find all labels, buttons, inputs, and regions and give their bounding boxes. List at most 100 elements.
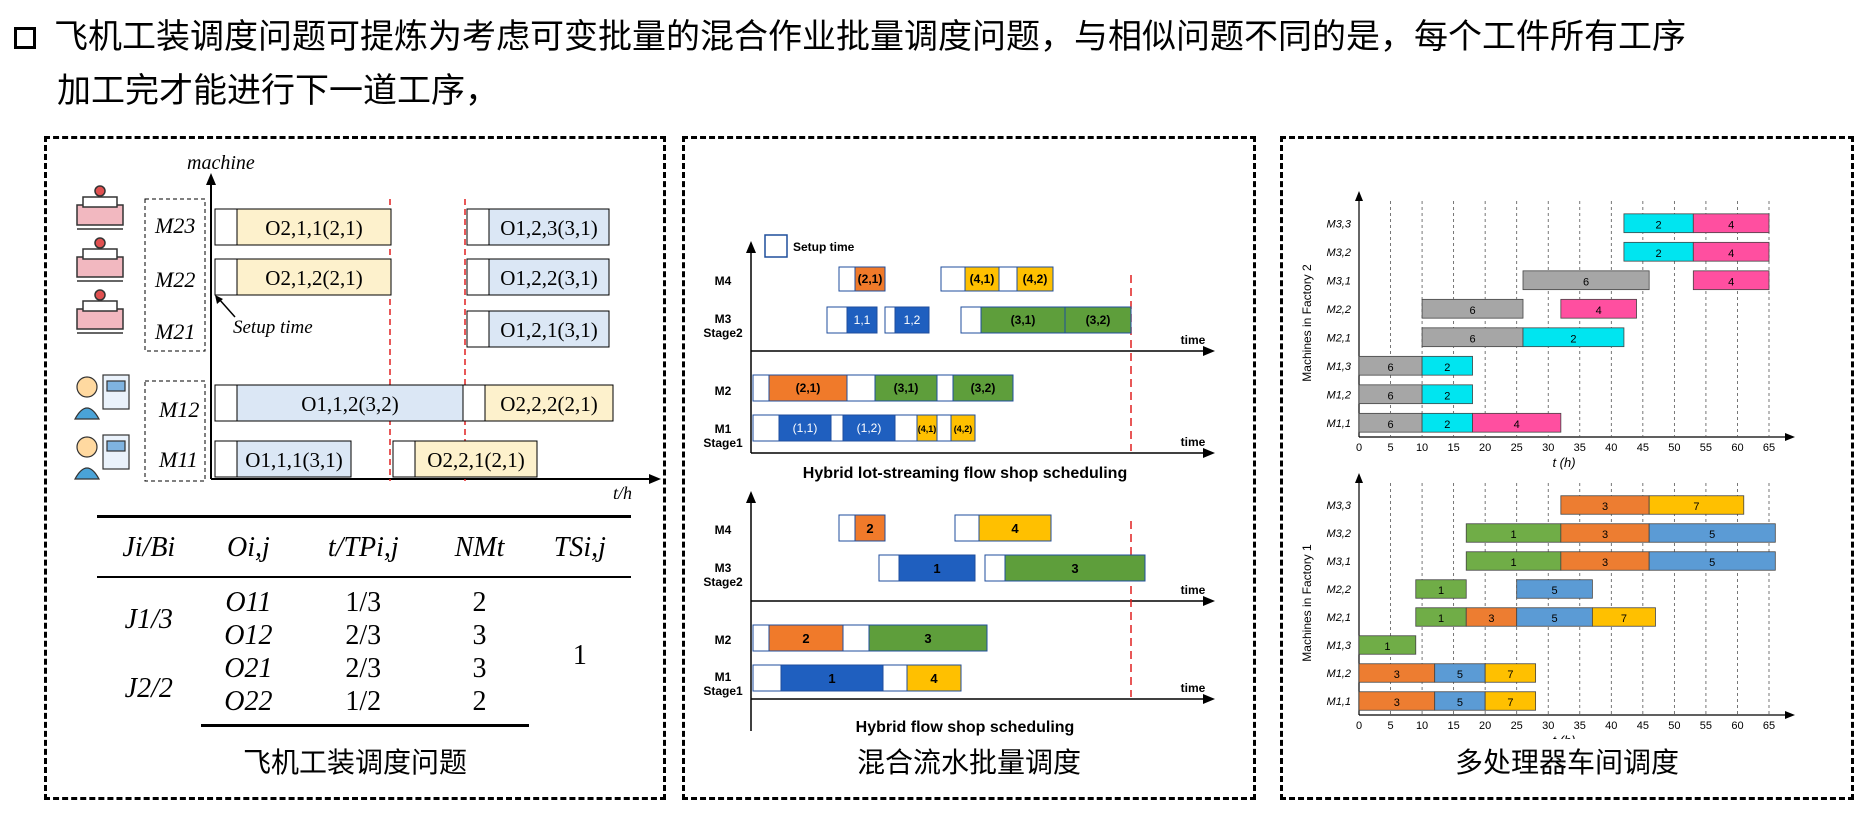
task-bar <box>1692 241 1770 262</box>
machine-label-m12: M12 <box>158 397 199 422</box>
x-tick-label: 30 <box>1542 442 1554 454</box>
row-label-m4: M4 <box>715 523 732 537</box>
task-bar <box>1522 327 1625 348</box>
table-cell: 2/3 <box>345 620 382 651</box>
task-bar <box>1421 384 1473 405</box>
task-bar <box>1358 635 1417 655</box>
block-label: (3,1) <box>894 381 919 395</box>
table-header: TSi,j <box>528 515 631 578</box>
flowshop-gantt-diagram: Setup time time time M4 M3 Stage2 M2 M1 … <box>703 234 1215 736</box>
task-label: 5 <box>1551 585 1557 597</box>
y-axis-arrow <box>1355 191 1363 201</box>
row-label-stage1: Stage1 <box>703 684 743 698</box>
machine-label: M2,2 <box>1327 304 1351 316</box>
table-cell: O11 <box>225 587 272 618</box>
task-label: 7 <box>1693 501 1699 513</box>
x-tick-label: 5 <box>1387 442 1393 454</box>
table-cell: O21 <box>224 653 273 684</box>
row-label-stage2: Stage2 <box>703 575 743 589</box>
panel-hybrid-flowshop: Setup time time time M4 M3 Stage2 M2 M1 … <box>682 136 1256 800</box>
chart-title-top: Hybrid lot-streaming flow shop schedulin… <box>803 465 1127 482</box>
machine-label-m22: M22 <box>154 267 195 292</box>
task-bar <box>1484 691 1537 711</box>
machine-label: M2,1 <box>1327 332 1351 344</box>
task-label: 1 <box>1438 613 1444 625</box>
row-label-m2: M2 <box>715 633 732 647</box>
op-block <box>236 208 392 246</box>
op-block <box>414 440 538 478</box>
legend-setup-label: Setup time <box>793 240 855 254</box>
x-tick-label: 35 <box>1574 720 1586 732</box>
x-tick-label: 35 <box>1574 442 1586 454</box>
row-label-m3: M3 <box>715 312 732 326</box>
table-cell-job: J2/2 <box>124 673 173 705</box>
machine-label: M1,1 <box>1327 696 1351 708</box>
time-label: time <box>1181 435 1206 449</box>
task-bar <box>1421 298 1524 319</box>
task-label: 6 <box>1583 277 1589 289</box>
chart-title-bottom: Hybrid flow shop scheduling <box>856 719 1075 736</box>
table-cell: 2 <box>430 685 529 727</box>
task-label: 5 <box>1457 697 1463 709</box>
task-label: 7 <box>1507 669 1513 681</box>
task-label: 5 <box>1551 613 1557 625</box>
x-tick-label: 65 <box>1763 720 1775 732</box>
task-label: 4 <box>1596 305 1602 317</box>
block-label: (3,1) <box>1011 313 1036 327</box>
x-tick-label: 50 <box>1668 720 1680 732</box>
machine-label: M2,2 <box>1327 584 1351 596</box>
panel-caption: 飞机工装调度问题 <box>242 746 467 779</box>
machine-label: M3,2 <box>1327 528 1351 540</box>
block-label: 2 <box>802 631 809 646</box>
table-cell-setup: 1 <box>572 640 587 672</box>
task-bar <box>1591 607 1656 627</box>
block-label: 1,1 <box>854 313 871 327</box>
x-tick-label: 10 <box>1416 442 1428 454</box>
block-label: (4,1) <box>970 272 995 286</box>
setup-time-label: Setup time <box>233 317 313 338</box>
y-axis-arrow <box>1355 473 1363 483</box>
task-label: 1 <box>1510 529 1516 541</box>
square-bullet-icon <box>14 27 36 49</box>
axis-x-label: t/h <box>613 483 632 499</box>
block-label: 1 <box>828 671 835 686</box>
machine-label: M1,1 <box>1327 418 1351 430</box>
x-axis-label: t (h) <box>1552 733 1575 739</box>
machine-label-m11: M11 <box>158 447 198 472</box>
task-label: 7 <box>1507 697 1513 709</box>
machine-label: M3,1 <box>1327 556 1351 568</box>
table-cell: 2/3 <box>345 653 382 684</box>
task-bar <box>1692 270 1770 291</box>
task-label: 3 <box>1602 557 1608 569</box>
x-tick-label: 15 <box>1447 442 1459 454</box>
task-label: 3 <box>1394 697 1400 709</box>
task-bar <box>1522 270 1650 291</box>
task-label: 2 <box>1656 220 1662 232</box>
table-cell: 2 <box>472 587 487 618</box>
x-tick-label: 20 <box>1479 720 1491 732</box>
machine-label: M3,3 <box>1327 500 1352 512</box>
task-label: 2 <box>1656 248 1662 260</box>
block-label: 4 <box>1011 521 1019 536</box>
task-label: 3 <box>1602 529 1608 541</box>
task-label: 3 <box>1394 669 1400 681</box>
op-block <box>488 258 610 296</box>
x-tick-label: 30 <box>1542 720 1554 732</box>
task-label: 6 <box>1469 334 1475 346</box>
task-label: 2 <box>1444 362 1450 374</box>
table-cell: 1/3 <box>345 587 382 618</box>
x-tick-label: 0 <box>1356 442 1362 454</box>
row-label-m2: M2 <box>715 384 732 398</box>
x-tick-label: 25 <box>1511 442 1523 454</box>
table-header: t/TPi,j <box>296 515 431 578</box>
block-label: (3,2) <box>971 381 996 395</box>
task-bar <box>1648 495 1745 515</box>
row-label-m4: M4 <box>715 274 732 288</box>
op-label: O1,2,1(3,1) <box>500 318 597 342</box>
op-label: O2,1,2(2,1) <box>265 266 362 290</box>
task-label: 7 <box>1621 613 1627 625</box>
table-cell-job: J1/3 <box>124 603 173 635</box>
op-label: O1,1,1(3,1) <box>245 448 342 472</box>
op-block <box>488 310 610 348</box>
